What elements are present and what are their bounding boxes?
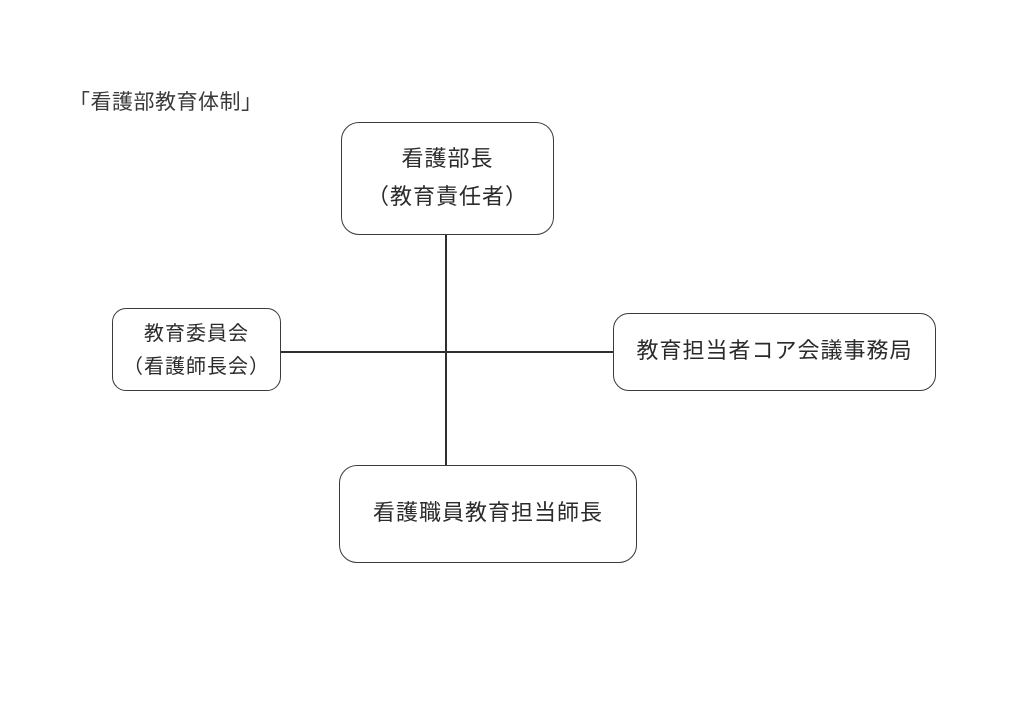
node-education-committee-line-2: （看護師長会） — [123, 353, 270, 378]
node-nursing-education-manager[interactable]: 看護職員教育担当師長 — [339, 465, 637, 563]
node-education-committee-line-1: 教育委員会 — [144, 320, 249, 345]
page-title: 「看護部教育体制」 — [69, 90, 263, 114]
connector-committee-to-core-office — [280, 351, 614, 353]
connector-director-to-education-manager — [445, 234, 447, 466]
node-nursing-director-line-2: （教育責任者） — [366, 184, 528, 210]
node-core-meeting-secretariat-line-1: 教育担当者コア会議事務局 — [636, 339, 913, 364]
node-nursing-director[interactable]: 看護部長 （教育責任者） — [341, 122, 554, 235]
node-nursing-education-manager-line-1: 看護職員教育担当師長 — [372, 501, 603, 526]
node-nursing-director-line-1: 看護部長 — [401, 146, 494, 172]
node-education-committee[interactable]: 教育委員会 （看護師長会） — [112, 308, 281, 391]
node-core-meeting-secretariat[interactable]: 教育担当者コア会議事務局 — [613, 313, 936, 391]
